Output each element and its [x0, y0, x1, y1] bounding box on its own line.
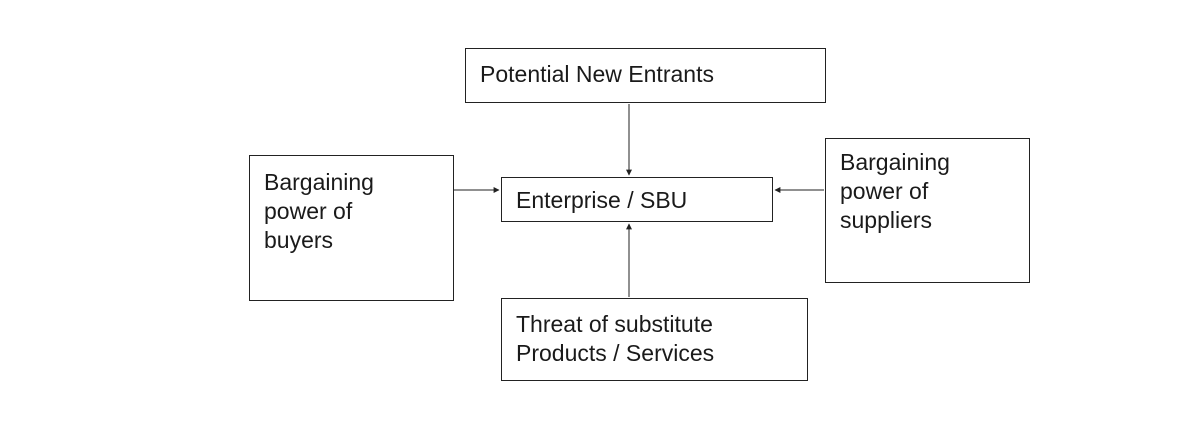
node-bargaining-power-of-suppliers: Bargaining power of suppliers: [825, 138, 1030, 283]
node-label: Threat of substitute Products / Services: [516, 311, 715, 366]
node-label: Bargaining power of buyers: [264, 169, 374, 253]
node-label: Potential New Entrants: [480, 61, 714, 87]
node-potential-new-entrants: Potential New Entrants: [465, 48, 826, 103]
node-threat-of-substitutes: Threat of substitute Products / Services: [501, 298, 808, 381]
node-label: Enterprise / SBU: [516, 187, 688, 213]
node-label: Bargaining power of suppliers: [840, 149, 950, 233]
node-enterprise-sbu: Enterprise / SBU: [501, 177, 773, 222]
node-bargaining-power-of-buyers: Bargaining power of buyers: [249, 155, 454, 301]
